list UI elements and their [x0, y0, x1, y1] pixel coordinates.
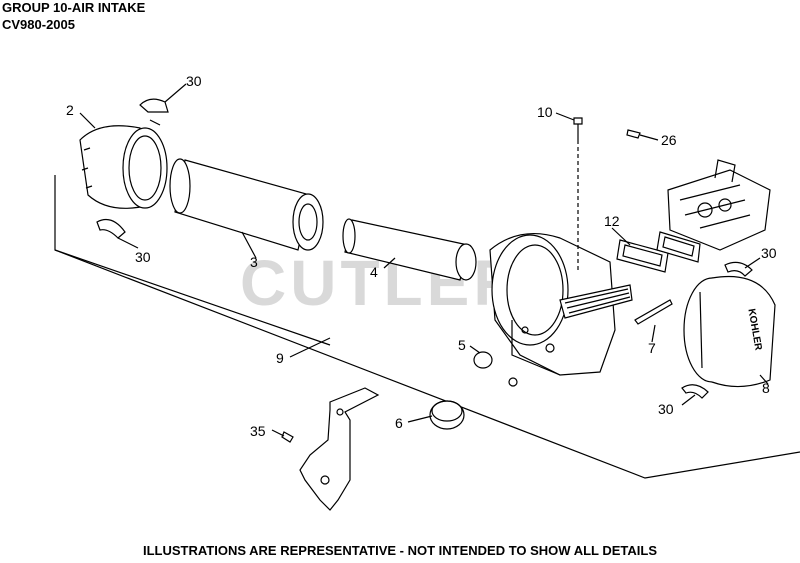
callout-10: 10: [537, 104, 553, 120]
callout-30d: 30: [658, 401, 674, 417]
fitting-26: [626, 129, 641, 139]
page-subtitle: CV980-2005: [2, 17, 75, 32]
bolt-10: [573, 117, 583, 270]
callout-9: 9: [276, 350, 284, 366]
air-cleaner-cover-2: [79, 125, 168, 209]
callouts: 30 2 30 3 4 9 10 26 12 30 5 7 8 30 6 35: [66, 73, 777, 439]
air-cleaner-cover-8: [683, 275, 776, 388]
outer-element-3: [169, 158, 324, 251]
callout-30b: 30: [135, 249, 151, 265]
page-title: GROUP 10-AIR INTAKE: [2, 0, 146, 15]
clip-30-top: [139, 98, 169, 126]
callout-30a: 30: [186, 73, 202, 89]
bracket: [299, 387, 380, 511]
callout-3: 3: [250, 254, 258, 270]
seal-7: [634, 299, 673, 325]
carburetor: [667, 159, 771, 251]
callout-35: 35: [250, 423, 266, 439]
screw-35: [281, 431, 294, 443]
callout-8: 8: [762, 380, 770, 396]
clip-30-right-lower: [681, 384, 709, 399]
assembly-outline: [54, 175, 800, 479]
inner-element-4: [342, 218, 477, 281]
callout-5: 5: [458, 337, 466, 353]
leader-lines: [79, 83, 769, 437]
callout-6: 6: [395, 415, 403, 431]
cap-6: [429, 400, 465, 430]
clip-30-right-upper: [724, 261, 753, 277]
nut: [508, 377, 518, 387]
callout-30c: 30: [761, 245, 777, 261]
callout-26: 26: [661, 132, 677, 148]
gasket-12: [616, 231, 701, 273]
callout-2: 2: [66, 102, 74, 118]
air-cleaner-base: [489, 232, 633, 376]
clip-30-left: [96, 219, 126, 239]
callout-12: 12: [604, 213, 620, 229]
callout-4: 4: [370, 264, 378, 280]
plug-5: [473, 351, 493, 369]
disclaimer-footer: ILLUSTRATIONS ARE REPRESENTATIVE - NOT I…: [143, 543, 657, 558]
callout-7: 7: [648, 340, 656, 356]
